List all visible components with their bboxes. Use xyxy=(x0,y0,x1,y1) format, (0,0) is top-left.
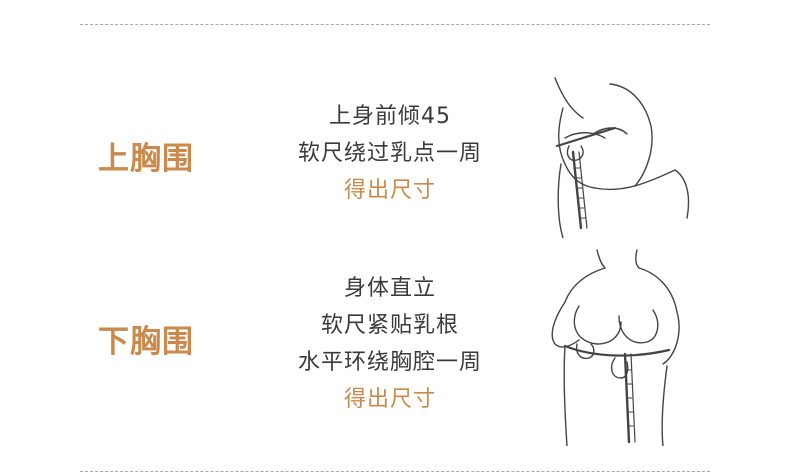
upper-bust-result: 得出尺寸 xyxy=(343,178,436,203)
upper-bust-title: 上胸围 xyxy=(98,141,194,177)
lower-bust-step-1: 身体直立 xyxy=(343,276,436,301)
upper-bust-section: 上胸围 上身前倾45 软尺绕过乳点一周 得出尺寸 xyxy=(0,60,790,250)
upper-bust-measuring-sketch-icon xyxy=(535,68,705,238)
lower-bust-measuring-sketch-icon xyxy=(535,246,705,446)
upper-bust-step-2: 软尺绕过乳点一周 xyxy=(297,141,482,166)
lower-bust-step-3: 水平环绕胸腔一周 xyxy=(297,350,482,375)
upper-bust-step-1: 上身前倾45 xyxy=(329,104,451,129)
lower-bust-step-2: 软尺紧贴乳根 xyxy=(320,313,459,338)
lower-bust-result: 得出尺寸 xyxy=(343,387,436,412)
lower-bust-instructions: 身体直立 软尺紧贴乳根 水平环绕胸腔一周 得出尺寸 xyxy=(270,270,510,418)
top-divider xyxy=(80,24,710,25)
lower-bust-title: 下胸围 xyxy=(98,324,194,360)
bottom-divider xyxy=(80,471,710,472)
lower-bust-section: 下胸围 身体直立 软尺紧贴乳根 水平环绕胸腔一周 得出尺寸 xyxy=(0,249,790,462)
upper-bust-instructions: 上身前倾45 软尺绕过乳点一周 得出尺寸 xyxy=(270,98,510,209)
